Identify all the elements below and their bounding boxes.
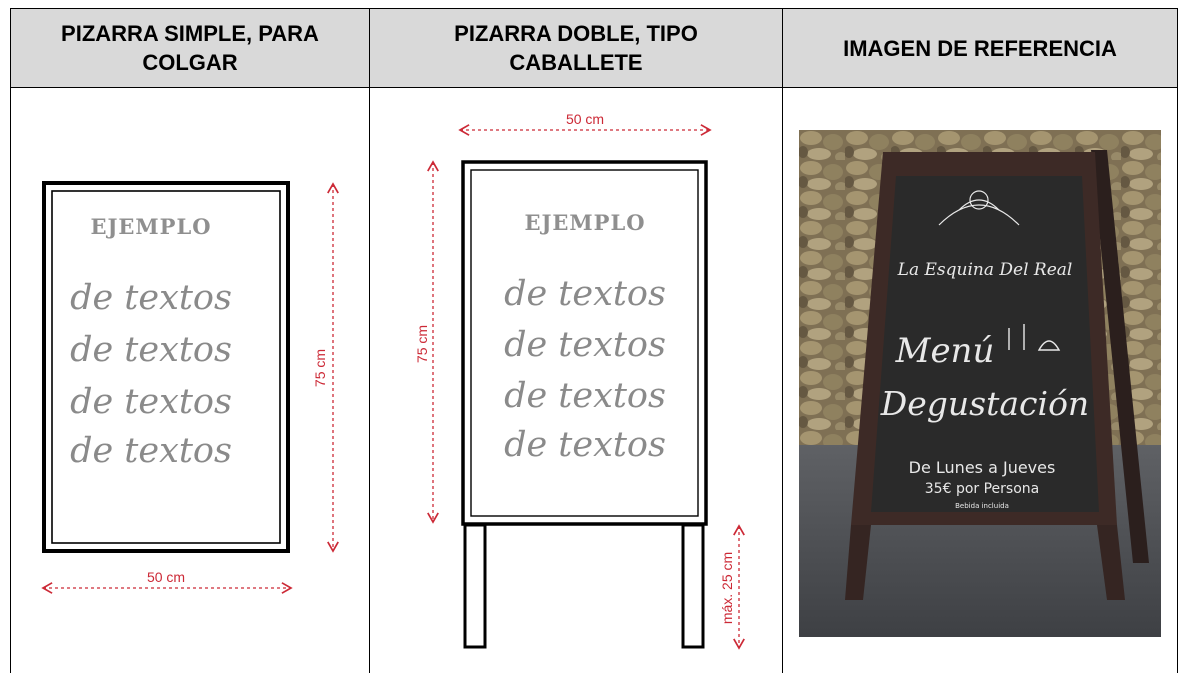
simple-board-width-label: 50 cm <box>147 569 185 585</box>
easel-board-line-4: de textos <box>504 425 666 465</box>
easel-board-width-label: 50 cm <box>566 111 604 127</box>
easel-board-line-1: de textos <box>504 274 666 314</box>
simple-board-line-4: de textos <box>70 431 232 471</box>
photo-days: De Lunes a Jueves <box>909 458 1056 477</box>
easel-board-height-label: 75 cm <box>414 325 430 363</box>
photo-left-leg <box>845 525 871 600</box>
header-reference-image-label: IMAGEN DE REFERENCIA <box>843 35 1117 61</box>
easel-back-panel <box>1091 150 1149 563</box>
header-easel-board: PIZARRA DOBLE, TIPO CABALLETE <box>370 9 782 87</box>
easel-left-leg <box>463 523 487 649</box>
photo-menu-title-2: Degustación <box>880 384 1089 423</box>
simple-board-line-2: de textos <box>70 330 232 370</box>
simple-board-diagram: EJEMPLO de textos de textos de textos de… <box>41 181 339 594</box>
header-simple-board-label: PIZARRA SIMPLE, PARA COLGAR <box>61 21 319 75</box>
simple-board-outer-frame <box>42 181 290 553</box>
column-divider-2 <box>782 8 783 673</box>
easel-legs-label: máx. 25 cm <box>719 552 735 624</box>
simple-board-heading: EJEMPLO <box>90 214 211 239</box>
easel-board-heading: EJEMPLO <box>524 210 645 235</box>
header-bottom-border <box>10 87 1178 88</box>
header-simple-board: PIZARRA SIMPLE, PARA COLGAR <box>11 9 369 87</box>
easel-board-line-3: de textos <box>504 376 666 416</box>
photo-note: Bebida incluida <box>955 502 1009 510</box>
header-reference-image: IMAGEN DE REFERENCIA <box>783 9 1177 87</box>
column-divider-1 <box>369 8 370 673</box>
easel-right-leg <box>681 523 705 649</box>
chalkboard-surface <box>871 176 1099 512</box>
simple-board-inner-frame <box>51 190 281 544</box>
table-right-border <box>1177 8 1178 673</box>
photo-restaurant-name: La Esquina Del Real <box>897 260 1073 280</box>
easel-board-line-2: de textos <box>504 325 666 365</box>
photo-price: 35€ por Persona <box>925 481 1039 497</box>
table-left-border <box>10 8 11 673</box>
photo-right-leg <box>1097 525 1125 600</box>
simple-board-line-1: de textos <box>70 278 232 318</box>
easel-board-inner-frame <box>470 169 699 517</box>
reference-photo: La Esquina Del Real Menú Degustación De … <box>799 130 1161 637</box>
simple-board-height-label: 75 cm <box>312 349 328 387</box>
simple-board-line-3: de textos <box>70 382 232 422</box>
easel-board-outer-frame <box>461 160 708 526</box>
table-top-border <box>10 8 1178 9</box>
easel-board-diagram: 50 cm EJEMPLO de textos de textos de tex… <box>414 111 745 650</box>
photo-menu-title-1: Menú <box>895 331 995 371</box>
header-easel-board-label: PIZARRA DOBLE, TIPO CABALLETE <box>454 21 698 75</box>
